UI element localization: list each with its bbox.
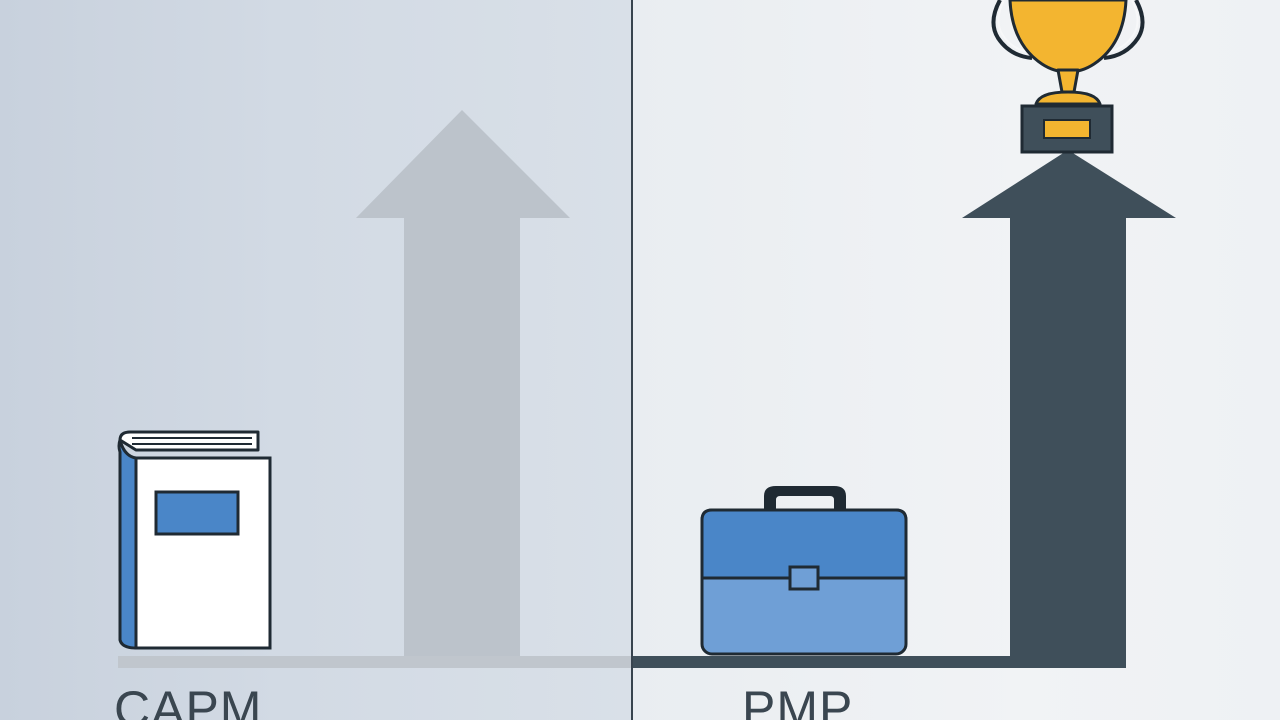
book-icon — [117, 430, 272, 650]
arrow-up-icon — [356, 110, 570, 656]
arrow-up-icon — [962, 150, 1176, 668]
right-baseline — [633, 656, 1025, 668]
panel-divider — [631, 0, 633, 720]
left-panel — [0, 0, 632, 720]
pmp-label: PMP — [742, 681, 854, 720]
left-baseline — [118, 656, 632, 668]
briefcase-icon — [700, 486, 908, 656]
capm-label: CAPM — [114, 681, 263, 720]
trophy-icon — [991, 0, 1145, 154]
